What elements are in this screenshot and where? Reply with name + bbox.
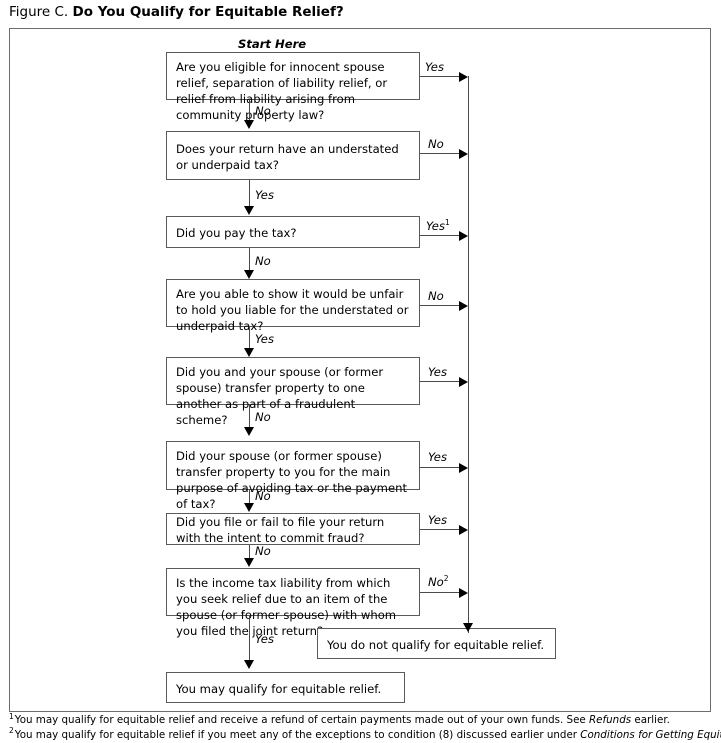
connector-q1-no xyxy=(249,100,250,122)
outcome-box-do-not-qualify: You do not qualify for equitable relief. xyxy=(317,628,556,659)
branch-label-text: No xyxy=(428,575,444,589)
footnote-ref-2: 2 xyxy=(443,574,449,584)
decision-box-did-you-pay-tax: Did you pay the tax? xyxy=(166,216,420,248)
node-text: You do not qualify for equitable relief. xyxy=(327,637,545,652)
connector-q3-no xyxy=(249,248,250,272)
footnote-marker: 1 xyxy=(9,711,14,721)
node-text: Did you file or fail to file your return… xyxy=(176,515,385,545)
footnote-1: 1You may qualify for equitable relief an… xyxy=(9,711,715,728)
node-text: Is the income tax liability from which y… xyxy=(176,576,397,638)
decision-box-fraudulent-transfer-scheme: Did you and your spouse (or former spous… xyxy=(166,357,420,427)
branch-label-q8-yes: Yes xyxy=(255,632,274,646)
branch-label-q5-yes: Yes xyxy=(428,365,447,379)
decision-box-intent-to-commit-fraud: Did you file or fail to file your return… xyxy=(166,513,420,545)
footnote-emphasis: Conditions for Getting Equitable Relief xyxy=(580,728,721,741)
decision-box-liability-due-to-spouse-item: Is the income tax liability from which y… xyxy=(166,568,420,638)
branch-label-q3-yes: Yes1 xyxy=(426,219,450,233)
connector-q4-yes xyxy=(249,327,250,350)
footnote-emphasis: Refunds xyxy=(589,714,632,726)
connector-q8-yes xyxy=(249,616,250,662)
node-text: Does your return have an understated or … xyxy=(176,141,399,172)
connector-q6-no xyxy=(249,490,250,505)
connector-q5-no xyxy=(249,405,250,429)
connector-q1-yes xyxy=(420,76,463,77)
node-text: Did you and your spouse (or former spous… xyxy=(176,365,384,427)
decision-box-transfer-to-avoid-tax: Did your spouse (or former spouse) trans… xyxy=(166,441,420,511)
branch-label-q3-no: No xyxy=(255,254,271,268)
connector-q5-yes xyxy=(420,381,463,382)
branch-label-q7-no: No xyxy=(255,544,271,558)
start-here-label: Start Here xyxy=(238,37,307,51)
branch-label-text: Yes xyxy=(426,219,445,233)
arrowhead-q5-no xyxy=(244,427,254,436)
node-text: You may qualify for equitable relief. xyxy=(176,681,382,696)
branch-label-q6-no: No xyxy=(255,489,271,503)
branch-label-q1-yes: Yes xyxy=(425,60,444,74)
connector-q7-yes xyxy=(420,529,463,530)
figure-label: Figure C. xyxy=(9,4,69,20)
arrowhead-q4-no xyxy=(459,301,468,311)
branch-label-q5-no: No xyxy=(255,410,271,424)
decision-box-unfair-to-hold-liable: Are you able to show it would be unfair … xyxy=(166,279,420,333)
branch-label-q2-no: No xyxy=(428,137,444,151)
arrowhead-q6-yes xyxy=(459,463,468,473)
arrowhead-q8-yes xyxy=(244,660,254,669)
node-text: Are you eligible for innocent spouse rel… xyxy=(176,60,388,122)
footnote-text-part2: earlier. xyxy=(631,714,670,726)
node-text: Did you pay the tax? xyxy=(176,226,297,240)
arrowhead-q1-yes xyxy=(459,72,468,82)
arrowhead-q4-yes xyxy=(244,348,254,357)
connector-q4-no xyxy=(420,305,463,306)
connector-q6-yes xyxy=(420,467,463,468)
branch-label-q8-no: No2 xyxy=(428,575,449,589)
arrowhead-q7-yes xyxy=(459,525,468,535)
branch-label-q4-no: No xyxy=(428,289,444,303)
arrowhead-q3-yes xyxy=(459,231,468,241)
arrowhead-q2-no xyxy=(459,149,468,159)
footnote-ref-1: 1 xyxy=(444,218,450,228)
arrowhead-q1-no xyxy=(244,120,254,129)
decision-box-understated-or-underpaid-tax: Does your return have an understated or … xyxy=(166,131,420,180)
arrowhead-q6-no xyxy=(244,503,254,512)
branch-label-q6-yes: Yes xyxy=(428,450,447,464)
figure-name: Do You Qualify for Equitable Relief? xyxy=(72,4,344,20)
branch-label-q7-yes: Yes xyxy=(428,513,447,527)
footnote-text-part1: You may qualify for equitable relief if … xyxy=(14,728,581,741)
collector-spine-line xyxy=(468,76,469,633)
footnote-text-part1: You may qualify for equitable relief and… xyxy=(14,714,590,726)
arrowhead-q5-yes xyxy=(459,377,468,387)
node-text: Did your spouse (or former spouse) trans… xyxy=(176,449,407,511)
footnote-marker: 2 xyxy=(9,726,14,736)
arrowhead-q8-no xyxy=(459,588,468,598)
outcome-box-may-qualify: You may qualify for equitable relief. xyxy=(166,672,405,703)
connector-q3-yes xyxy=(420,235,463,236)
branch-label-q2-yes: Yes xyxy=(255,188,274,202)
decision-box-eligible-other-relief: Are you eligible for innocent spouse rel… xyxy=(166,52,420,122)
branch-label-q1-no: No xyxy=(255,104,271,118)
connector-q8-no xyxy=(420,592,463,593)
connector-q2-no xyxy=(420,153,463,154)
connector-q2-yes xyxy=(249,180,250,208)
arrowhead-q3-no xyxy=(244,270,254,279)
footnote-2: 2You may qualify for equitable relief if… xyxy=(9,726,721,743)
connector-q7-no xyxy=(249,545,250,560)
arrowhead-q2-yes xyxy=(244,206,254,215)
node-text: Are you able to show it would be unfair … xyxy=(176,287,409,333)
arrowhead-q7-no xyxy=(244,558,254,567)
branch-label-q4-yes: Yes xyxy=(255,332,274,346)
footnotes: 1You may qualify for equitable relief an… xyxy=(9,711,721,743)
figure-title: Figure C. Do You Qualify for Equitable R… xyxy=(9,4,344,20)
collector-spine-arrowhead xyxy=(463,623,473,632)
